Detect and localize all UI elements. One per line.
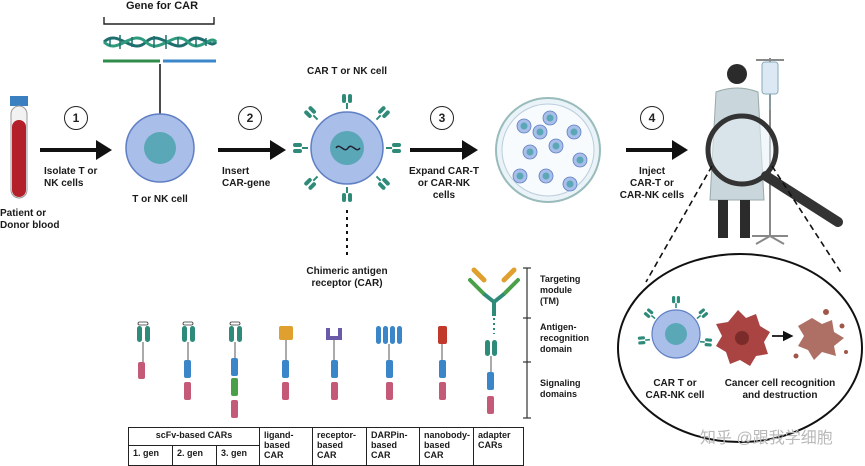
receptor-based-cell: receptor- based CAR bbox=[312, 427, 367, 466]
magnifier-icon bbox=[705, 113, 843, 227]
gene-bracket bbox=[103, 17, 215, 25]
car-nanobody-based bbox=[438, 326, 447, 400]
cell-label: T or NK cell bbox=[132, 194, 188, 205]
step-3-number: 3 bbox=[430, 106, 454, 130]
targeting-module-label: Targeting module (TM) bbox=[540, 274, 581, 306]
step-3-label: Expand CAR-T or CAR-NK cells bbox=[409, 166, 479, 201]
watermark: 知乎 @跟我学细胞 bbox=[700, 430, 833, 447]
car-receptor-based bbox=[326, 328, 342, 400]
zoom-line-right bbox=[771, 165, 843, 275]
zoom-line-left bbox=[645, 165, 713, 283]
step-2-number: 2 bbox=[238, 106, 262, 130]
car-type-table: scFv-based CARs 1. gen 2. gen 3. gen lig… bbox=[128, 427, 524, 466]
blood-tube-icon bbox=[10, 96, 28, 199]
cancer-cell-icon bbox=[716, 310, 770, 366]
ligand-based-cell: ligand- based CAR bbox=[259, 427, 313, 466]
dna-icon bbox=[102, 35, 218, 63]
nanobody-based-cell: nanobody- based CAR bbox=[419, 427, 474, 466]
step-4-number: 4 bbox=[640, 106, 664, 130]
gene-title: Gene for CAR bbox=[125, 0, 199, 12]
gen-1-cell: 1. gen bbox=[128, 445, 173, 466]
zoom-car-cell-label: CAR T or CAR-NK cell bbox=[645, 378, 705, 401]
car-scfv-gen1 bbox=[137, 321, 150, 379]
process-arrows bbox=[40, 140, 688, 160]
t-nk-cell-icon bbox=[125, 113, 195, 183]
step-2-label: Insert CAR-gene bbox=[222, 166, 271, 189]
car-scfv-gen2 bbox=[182, 321, 195, 400]
step-1-number: 1 bbox=[64, 106, 88, 130]
domain-bracket bbox=[523, 267, 531, 419]
car-scfv-gen3 bbox=[229, 321, 242, 418]
car-darpin-based bbox=[376, 326, 402, 400]
darpin-based-cell: DARPin- based CAR bbox=[366, 427, 420, 466]
car-adapter bbox=[468, 267, 520, 414]
gen-3-cell: 3. gen bbox=[216, 445, 260, 466]
recognition-label: Cancer cell recognition and destruction bbox=[724, 378, 836, 401]
antigen-domain-label: Antigen- recognition domain bbox=[540, 322, 589, 354]
zoom-car-cell-icon bbox=[637, 296, 713, 359]
blood-label: Patient or Donor blood bbox=[0, 208, 60, 231]
gen-2-cell: 2. gen bbox=[172, 445, 217, 466]
step-4-label: Inject CAR-T or CAR-NK cells bbox=[619, 166, 685, 201]
car-cell-title: CAR T or NK cell bbox=[306, 66, 387, 77]
car-ligand-based bbox=[279, 326, 293, 400]
car-label: Chimeric antigen receptor (CAR) bbox=[306, 266, 388, 289]
adapter-cell: adapter CARs bbox=[473, 427, 524, 466]
petri-dish-icon bbox=[495, 97, 601, 203]
scfv-header: scFv-based CARs bbox=[128, 427, 260, 446]
step-1-label: Isolate T or NK cells bbox=[44, 166, 98, 189]
signaling-domain-label: Signaling domains bbox=[540, 378, 581, 399]
car-cell-icon bbox=[293, 94, 401, 202]
destroyed-cell-icon bbox=[793, 309, 848, 360]
